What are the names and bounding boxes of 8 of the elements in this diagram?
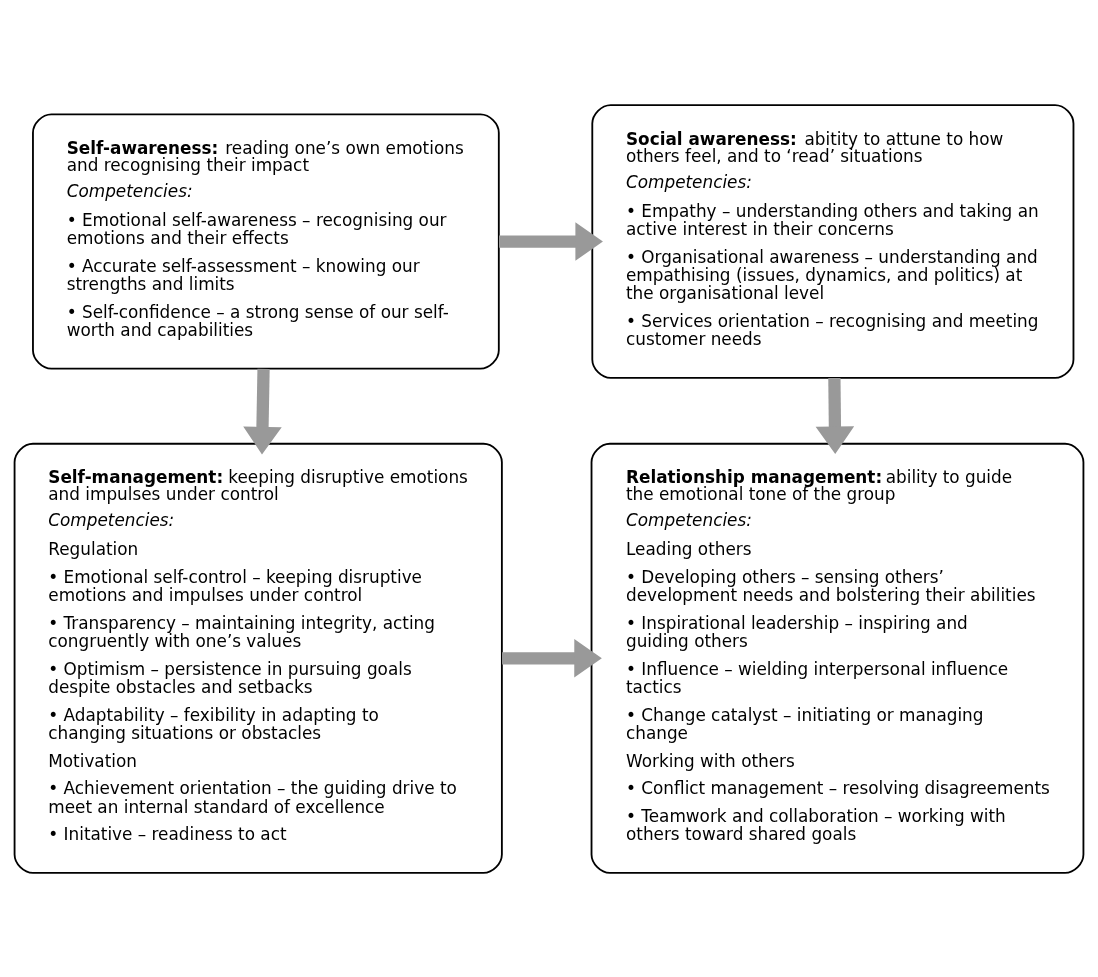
node-box: Self-management: keeping disruptive emotions and impulses under control Competencies: Regulation • Emotional self-control – keeping disruptive emotions and impulses under control • Transparency – maintaining integrity, acting congruently with one’s values • Optimism – persistence in pursuing goals despite obstacles and setbacks • Adaptability – fexibility in adapting to changing situations or obstacles Motivation • Achievement orientation – the guiding drive to meet an internal standard of excellence • Initative – readiness to act [13, 442, 503, 874]
node-box: Social awareness: abitity to attune to how others feel, and to ‘read’ situations Competencies: • Empathy – understanding others and taking an active interest in their concerns • Organisational awareness – understanding and empathising (issues, dynamics, and politics) at the organisational level • Services orientation – recognising and meeting customer needs [591, 103, 1075, 379]
node-box: Relationship management: ability to guide the emotional tone of the group Competencies: Leading others • Developing others – sensing others’ development needs and bolstering their abilities • Inspirational leadership – inspiring and guiding others • Influence – wielding interpersonal influence tactics • Change catalyst – initiating or managing change Working with others • Conflict management – resolving disagreements • Teamwork and collaboration – working with others toward shared goals [590, 442, 1085, 874]
arrow [499, 221, 603, 261]
arrow [815, 377, 855, 454]
node-box: Self-awareness: reading one’s own emotions and recognising their impact Competencies: • Emotional self-awareness – recognising our emotions and their effects • Accurate self-assessment – knowing our strengths and limits • Self-confidence – a strong sense of our self-worth and capabilities [32, 112, 500, 370]
arrow [502, 638, 602, 678]
arrow [243, 368, 282, 454]
